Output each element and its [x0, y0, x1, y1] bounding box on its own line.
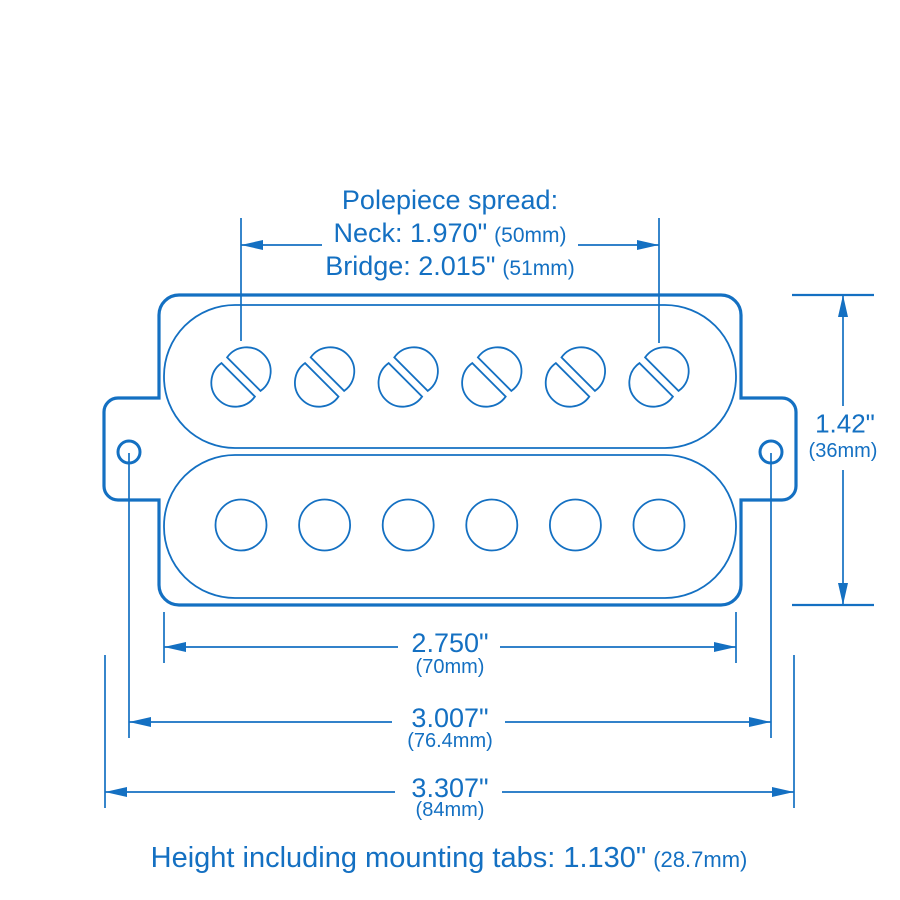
slug-polepieces — [214, 498, 686, 552]
arrowhead-right — [637, 240, 659, 250]
screw-polepiece-6 — [628, 346, 690, 408]
neck-spread-label: Neck: 1.970"(50mm) — [333, 218, 566, 250]
arrowhead-right — [714, 642, 736, 652]
screw-polepiece-3 — [377, 346, 439, 408]
bobbin-width-dimension — [163, 612, 737, 663]
body-height-dimension — [792, 293, 874, 607]
arrowhead-up — [838, 295, 848, 317]
bridge-value: Bridge: 2.015" — [325, 251, 496, 282]
overall-width-value: 3.307" — [411, 773, 489, 804]
height-note-metric: (28.7mm) — [653, 846, 748, 872]
height-note-label: Height including mounting tabs: 1.130" — [150, 841, 647, 874]
arrowhead-left — [105, 787, 127, 797]
arrowhead-left — [164, 642, 186, 652]
arrowhead-down — [838, 583, 848, 605]
slug-polepiece-1 — [214, 498, 268, 552]
overall-width-dimension — [104, 655, 795, 808]
mounting-spacing-dimension — [128, 453, 772, 738]
polepiece-spread-dimension — [240, 218, 660, 343]
body-height-value: 1.42" — [815, 408, 875, 439]
screw-polepiece-1 — [210, 346, 272, 408]
bobbin-width-metric: (70mm) — [415, 656, 485, 679]
slug-polepiece-5 — [549, 498, 602, 552]
slug-polepiece-4 — [465, 498, 519, 552]
bobbin-width-value: 2.750" — [411, 628, 489, 659]
arrowhead-left — [129, 717, 151, 727]
mounting-spacing-metric: (76.4mm) — [407, 730, 493, 753]
screw-polepieces — [210, 346, 690, 408]
neck-metric: (50mm) — [494, 224, 567, 248]
slug-polepiece-6 — [632, 498, 686, 552]
arrowhead-right — [749, 717, 771, 727]
arrowhead-right — [772, 787, 794, 797]
slug-bobbin-outline — [163, 454, 737, 599]
overall-width-metric: (84mm) — [415, 799, 485, 822]
body-height-metric: (36mm) — [808, 440, 878, 463]
height-including-tabs-note: Height including mounting tabs: 1.130"(2… — [151, 841, 748, 875]
title-line1: Polepiece spread: — [341, 185, 559, 216]
screw-polepiece-5 — [544, 346, 606, 408]
mounting-spacing-value: 3.007" — [411, 703, 489, 734]
screw-polepiece-4 — [461, 346, 523, 408]
neck-value: Neck: 1.970" — [333, 218, 488, 249]
screw-bobbin-outline — [163, 304, 737, 449]
pickup-body-outline — [102, 293, 798, 607]
slug-polepiece-3 — [381, 498, 435, 552]
arrowhead-left — [241, 240, 263, 250]
bridge-metric: (51mm) — [502, 257, 575, 281]
bridge-spread-label: Bridge: 2.015"(51mm) — [325, 251, 575, 283]
screw-polepiece-2 — [294, 346, 356, 408]
title-polepiece-spread: Polepiece spread: — [342, 185, 558, 217]
slug-polepiece-2 — [298, 498, 352, 552]
